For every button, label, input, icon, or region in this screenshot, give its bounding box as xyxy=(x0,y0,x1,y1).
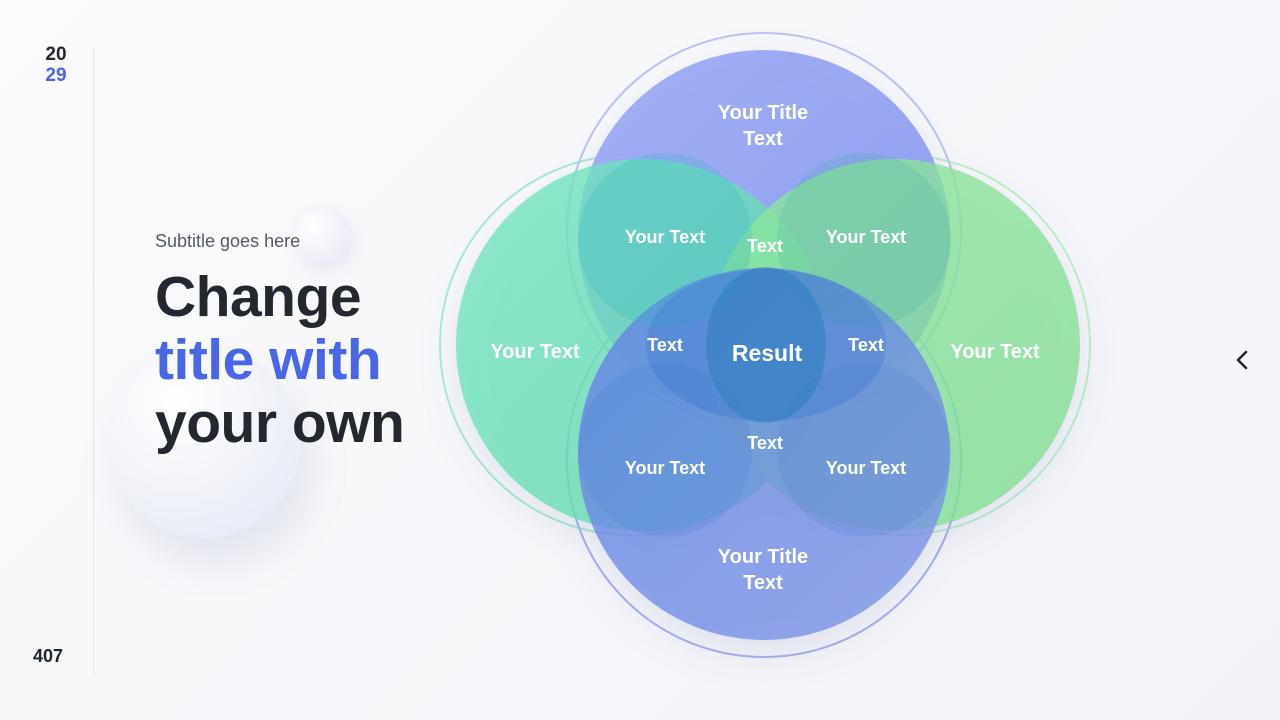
upper-left-text: Your Text xyxy=(625,227,705,247)
bottom-title-line-2: Text xyxy=(743,572,783,594)
center-lens xyxy=(706,267,826,423)
page-title: Change title with your own xyxy=(155,265,405,455)
upper-right-text: Your Text xyxy=(826,227,906,247)
inner-circle-lower-right xyxy=(777,363,951,537)
divider-line xyxy=(93,48,94,674)
top-title-line-2: Text xyxy=(743,128,783,150)
lower-right-text: Your Text xyxy=(826,458,906,478)
year-label: 20 29 xyxy=(36,44,76,86)
title-line-3: your own xyxy=(155,391,405,455)
left-text: Your Text xyxy=(490,341,580,363)
year-bottom: 29 xyxy=(45,65,67,86)
title-line-1: Change xyxy=(155,265,362,329)
lower-left-text: Your Text xyxy=(625,458,705,478)
inner-right-text: Text xyxy=(848,335,884,355)
inner-top-text: Text xyxy=(747,236,783,256)
inner-circle-lower-left xyxy=(578,363,752,537)
year-top: 20 xyxy=(45,44,67,65)
decorative-sphere-small xyxy=(293,206,351,264)
page-number: 407 xyxy=(33,646,64,666)
inner-circle-upper-left xyxy=(578,153,752,327)
subtitle: Subtitle goes here xyxy=(155,231,301,251)
inner-bottom-text: Text xyxy=(747,433,783,453)
bottom-title-line-1: Your Title xyxy=(718,546,808,568)
center-result: Result xyxy=(732,340,803,366)
decorative-sphere-large xyxy=(109,346,301,538)
top-title-line-1: Your Title xyxy=(718,102,808,124)
inner-left-text: Text xyxy=(647,335,683,355)
chevron-left-icon[interactable] xyxy=(1228,344,1256,376)
title-line-2: title with xyxy=(155,328,382,392)
right-text: Your Text xyxy=(950,341,1040,363)
circle-bottom xyxy=(578,268,950,640)
inner-circle-upper-right xyxy=(777,153,951,327)
center-band xyxy=(646,269,886,421)
